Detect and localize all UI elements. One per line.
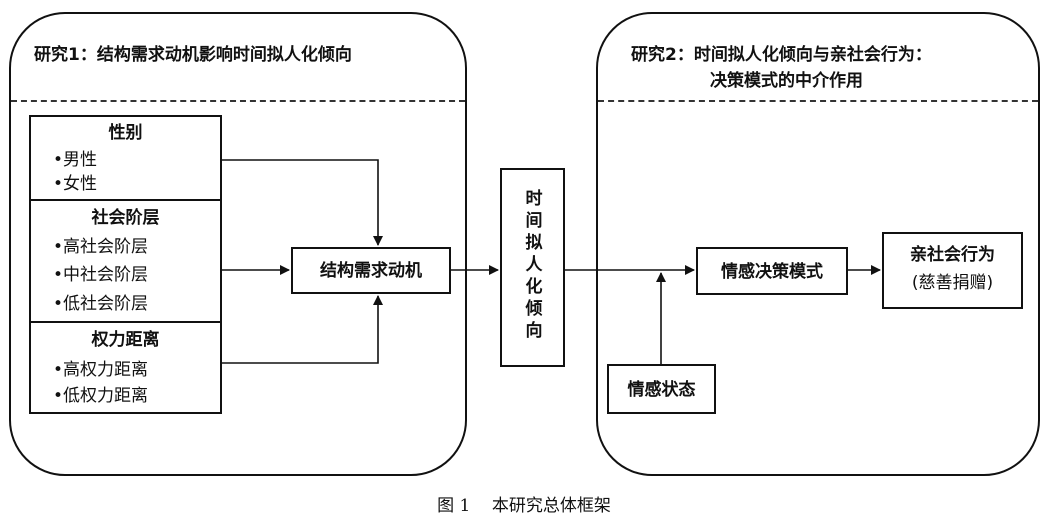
- bullet-mark: •: [53, 265, 64, 285]
- social-class-item: •中社会阶层: [53, 264, 148, 286]
- power-distance-factor-box: 权力距离 •高权力距离 •低权力距离: [29, 321, 222, 414]
- structure-need-box: 结构需求动机: [291, 247, 451, 294]
- social-class-item-label: 低社会阶层: [63, 294, 149, 314]
- time-anthropomorphism-label: 时间拟人化倾向: [525, 189, 543, 341]
- time-anthropomorphism-box: 时间拟人化倾向: [500, 168, 565, 367]
- bullet-mark: •: [53, 150, 64, 170]
- study2-title-line1: 研究2：时间拟人化倾向与亲社会行为：: [631, 45, 932, 65]
- bullet-mark: •: [53, 386, 64, 406]
- emotional-state-label: 情感状态: [627, 380, 696, 400]
- structure-need-label: 结构需求动机: [320, 261, 422, 281]
- study2-divider: [598, 100, 1038, 102]
- gender-to-structure-arrow: [222, 159, 383, 246]
- power-distance-item-label: 高权力距离: [63, 360, 149, 380]
- social-class-header: 社会阶层: [91, 208, 160, 228]
- emotional-decision-label: 情感决策模式: [721, 262, 823, 282]
- power-distance-header: 权力距离: [91, 330, 160, 350]
- social-class-item: •低社会阶层: [53, 293, 148, 315]
- bullet-mark: •: [53, 360, 64, 380]
- study1-title: 研究1：结构需求动机影响时间拟人化倾向: [34, 45, 352, 65]
- bullet-mark: •: [53, 174, 64, 194]
- bullet-mark: •: [53, 237, 64, 257]
- gender-header: 性别: [108, 123, 143, 143]
- gender-item: •男性: [53, 149, 97, 171]
- social-class-factor-box: 社会阶层 •高社会阶层 •中社会阶层 •低社会阶层: [29, 199, 222, 323]
- prosocial-behavior-label: 亲社会行为: [910, 245, 995, 265]
- social-class-item: •高社会阶层: [53, 236, 148, 258]
- prosocial-behavior-box: 亲社会行为 (慈善捐赠): [882, 232, 1023, 309]
- bullet-mark: •: [53, 294, 64, 314]
- power-distance-item: •低权力距离: [53, 385, 148, 407]
- gender-item: •女性: [53, 173, 97, 195]
- study1-divider: [11, 100, 465, 102]
- emotional-decision-box: 情感决策模式: [696, 247, 848, 295]
- figure-caption: 图 1 本研究总体框架: [437, 496, 611, 516]
- power-distance-item: •高权力距离: [53, 359, 148, 381]
- power-distance-item-label: 低权力距离: [63, 386, 149, 406]
- charity-donation-label: (慈善捐赠): [911, 273, 994, 293]
- gender-item-label: 女性: [63, 174, 98, 194]
- social-class-item-label: 高社会阶层: [63, 237, 149, 257]
- social-class-item-label: 中社会阶层: [63, 265, 149, 285]
- gender-item-label: 男性: [63, 150, 98, 170]
- power-to-structure-arrow: [222, 295, 383, 364]
- study2-title-line2: 决策模式的中介作用: [710, 71, 863, 91]
- emotional-state-box: 情感状态: [607, 364, 716, 414]
